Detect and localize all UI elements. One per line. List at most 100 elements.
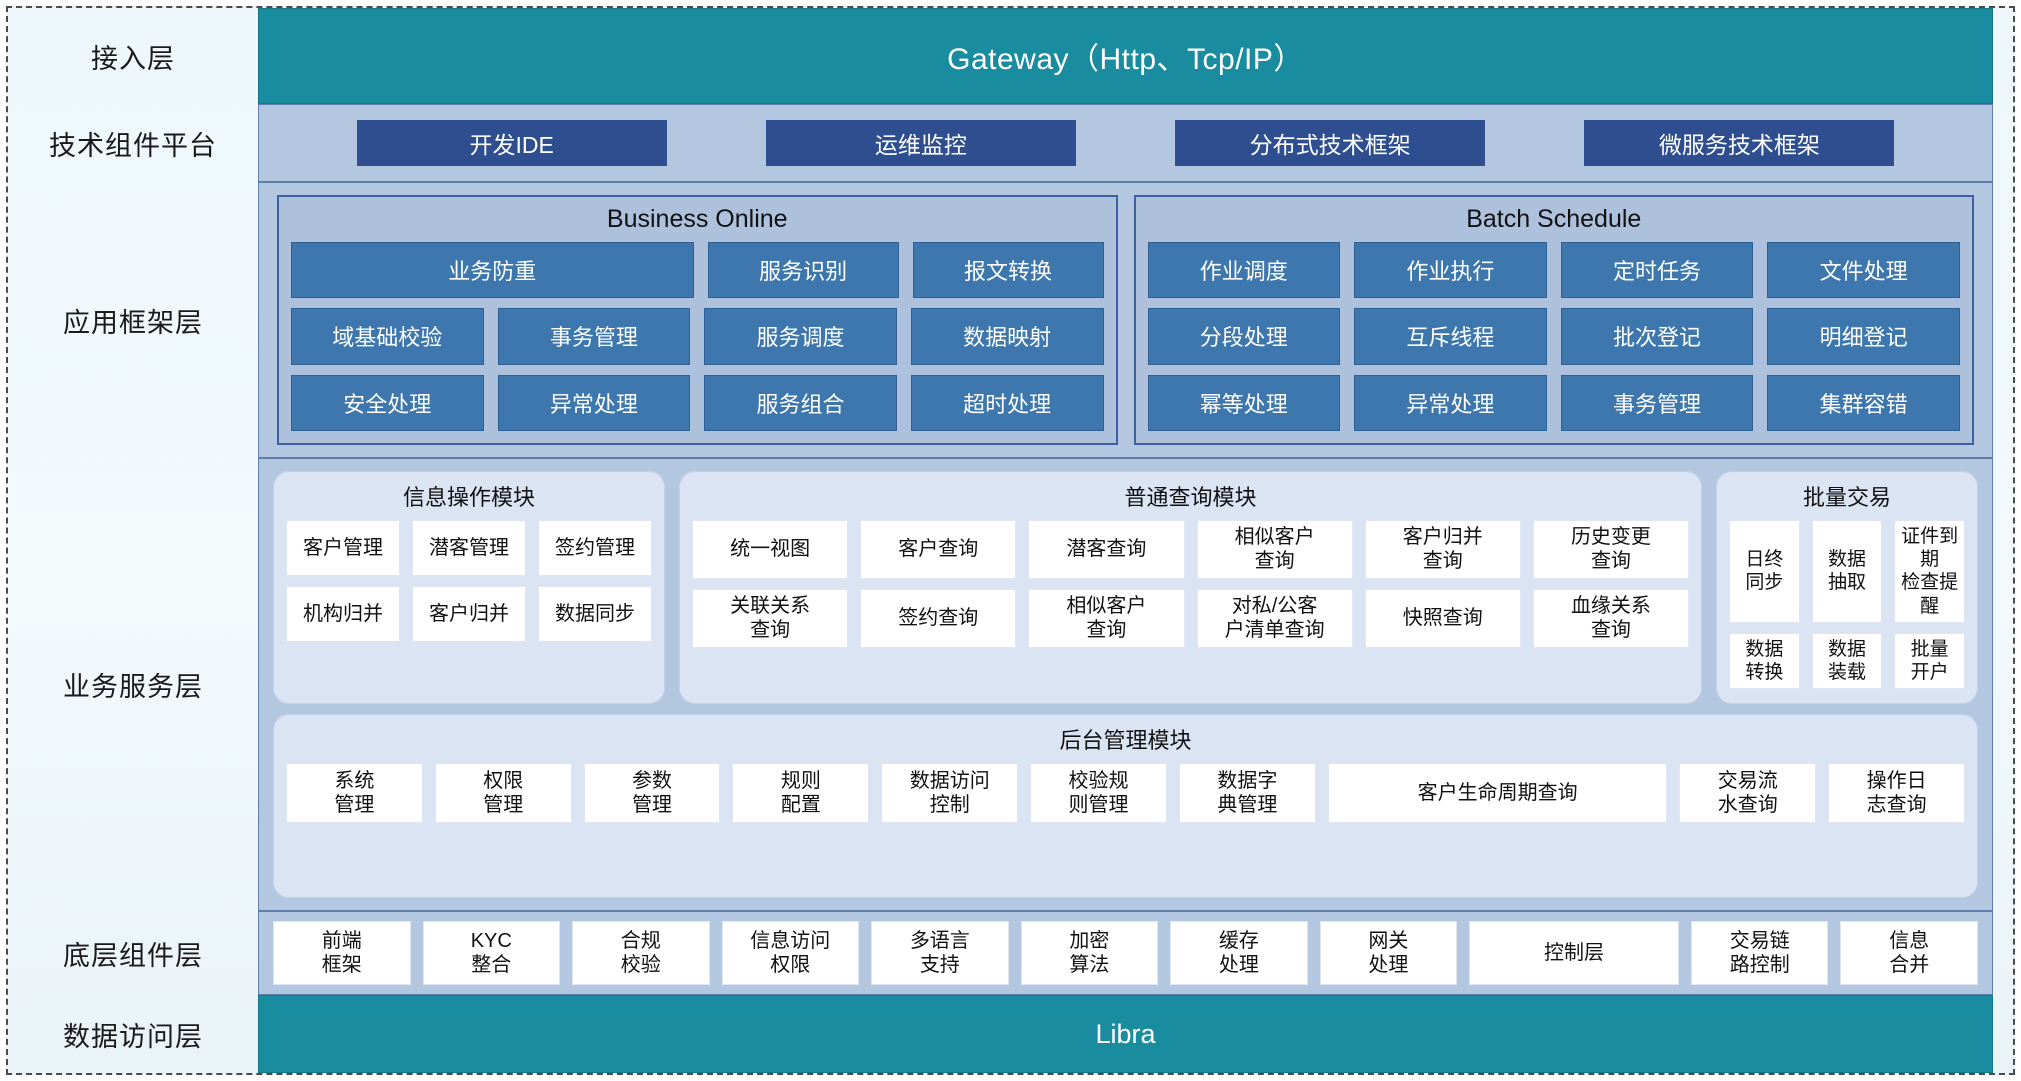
framework-row: 作业调度 作业执行 定时任务 文件处理 [1147,242,1960,299]
module-title-common-query: 普通查询模块 [1124,485,1257,510]
layer-label-tech: 技术组件平台 [49,130,217,161]
fw-cell-idempotent[interactable]: 幂等处理 [1147,374,1341,431]
cell-rule-config[interactable]: 规则配置 [732,763,870,824]
module-row: 客户管理 潜客管理 签约管理 [286,520,652,576]
cell-transaction-flow-query[interactable]: 交易流水查询 [1679,763,1817,824]
group-title-business-online: Business Online [606,205,788,233]
fw-cell-tx-manage[interactable]: 事务管理 [497,308,691,365]
fw-cell-batch-register[interactable]: 批次登记 [1560,308,1754,365]
cell-data-load[interactable]: 数据装载 [1811,632,1883,690]
tech-item-ide[interactable]: 开发IDE [356,120,667,166]
cell-org-merge[interactable]: 机构归并 [286,586,400,642]
cell-parameter-manage[interactable]: 参数管理 [583,763,721,824]
layer-row-access: 接入层 Gateway（Http、Tcp/IP） [8,8,2013,104]
cell-similar-customer-query[interactable]: 相似客户查询 [1196,520,1353,579]
tech-item-microsvc[interactable]: 微服务技术框架 [1584,120,1895,166]
cell-data-transform[interactable]: 数据转换 [1729,632,1800,690]
cell-operation-log-query[interactable]: 操作日志查询 [1828,763,1966,824]
framework-row: 幂等处理 异常处理 事务管理 集群容错 [1147,374,1960,431]
cell-control-layer[interactable]: 控制层 [1469,921,1679,985]
fw-cell-exception[interactable]: 异常处理 [497,374,691,431]
cell-multilingual-support[interactable]: 多语言支持 [871,921,1009,985]
cell-contract-query[interactable]: 签约查询 [860,588,1017,648]
layer-row-data-access: 数据访问层 Libra [8,995,2013,1073]
cell-system-manage[interactable]: 系统管理 [286,763,423,824]
module-admin-management: 后台管理模块 系统管理 权限管理 参数管理 规则配置 数据访问控制 校验规则管理… [273,714,1978,898]
fw-cell-business-dedup[interactable]: 业务防重 [291,242,694,299]
cell-permission-manage[interactable]: 权限管理 [434,763,572,824]
cell-frontend-framework[interactable]: 前端框架 [273,921,411,985]
framework-group-batch-schedule: Batch Schedule 作业调度 作业执行 定时任务 文件处理 分段处理 … [1133,195,1974,445]
tech-item-ops[interactable]: 运维监控 [765,120,1076,166]
fw-cell-tx-manage-batch[interactable]: 事务管理 [1560,374,1754,431]
cell-prospect-query[interactable]: 潜客查询 [1028,520,1185,579]
framework-row: 业务防重 服务识别 报文转换 [291,242,1104,299]
fw-cell-security[interactable]: 安全处理 [291,374,484,431]
fw-cell-file-process[interactable]: 文件处理 [1767,242,1960,299]
fw-cell-service-dispatch[interactable]: 服务调度 [704,308,897,365]
cell-cache-processing[interactable]: 缓存处理 [1170,921,1308,985]
cell-id-expiry-remind[interactable]: 证件到期检查提醒 [1894,520,1966,623]
cell-prospect-manage[interactable]: 潜客管理 [412,520,526,576]
tech-platform-band: 开发IDE 运维监控 分布式技术框架 微服务技术框架 [258,104,1993,182]
cell-eod-sync[interactable]: 日终同步 [1729,520,1800,623]
fw-cell-exception-batch[interactable]: 异常处理 [1354,374,1547,431]
business-service-band: 信息操作模块 客户管理 潜客管理 签约管理 机构归并 客户归并 [258,458,1993,911]
cell-batch-open-account[interactable]: 批量开户 [1894,632,1966,690]
fw-cell-detail-register[interactable]: 明细登记 [1767,308,1960,365]
fw-cell-timed-task[interactable]: 定时任务 [1560,242,1754,299]
fw-cell-job-schedule[interactable]: 作业调度 [1147,242,1341,299]
module-title-batch-transaction: 批量交易 [1802,485,1891,510]
fw-cell-mutex-thread[interactable]: 互斥线程 [1354,308,1547,365]
fw-cell-cluster-tolerance[interactable]: 集群容错 [1767,374,1960,431]
fw-cell-segment-process[interactable]: 分段处理 [1147,308,1341,365]
cell-gateway-processing[interactable]: 网关处理 [1319,921,1458,985]
cell-data-access-control[interactable]: 数据访问控制 [881,763,1019,824]
cell-transaction-chain-control[interactable]: 交易链路控制 [1690,921,1829,985]
cell-info-access-permission[interactable]: 信息访问权限 [721,921,860,985]
layer-label-app-framework: 应用框架层 [63,307,203,338]
fw-cell-message-convert[interactable]: 报文转换 [912,242,1104,299]
cell-customer-merge[interactable]: 客户归并 [412,586,526,642]
cell-validation-rule-manage[interactable]: 校验规则管理 [1030,763,1167,824]
framework-row: 域基础校验 事务管理 服务调度 数据映射 [291,308,1104,365]
tech-item-dist[interactable]: 分布式技术框架 [1175,120,1486,166]
cell-data-dictionary-manage[interactable]: 数据字典管理 [1178,763,1316,824]
module-title-info-operation: 信息操作模块 [402,485,535,510]
cell-data-extract[interactable]: 数据抽取 [1811,520,1883,623]
cell-snapshot-query[interactable]: 快照查询 [1364,588,1521,648]
layer-row-app-framework: 应用框架层 Business Online 业务防重 服务识别 报文转换 域 [8,182,2013,458]
module-common-query: 普通查询模块 统一视图 客户查询 潜客查询 相似客户查询 客户归并查询 历史变更… [679,471,1702,705]
fw-cell-data-mapping[interactable]: 数据映射 [910,308,1104,365]
cell-customer-query[interactable]: 客户查询 [860,520,1017,579]
cell-encryption-algorithm[interactable]: 加密算法 [1020,921,1159,985]
fw-cell-domain-validate[interactable]: 域基础校验 [291,308,484,365]
module-row: 统一视图 客户查询 潜客查询 相似客户查询 客户归并查询 历史变更查询 [692,520,1690,579]
cell-info-merge[interactable]: 信息合并 [1840,921,1978,985]
architecture-diagram: 接入层 Gateway（Http、Tcp/IP） 技术组件平台 开发IDE 运维… [6,6,2015,1075]
fw-cell-service-compose[interactable]: 服务组合 [704,374,897,431]
cell-data-sync[interactable]: 数据同步 [538,586,652,642]
cell-unified-view[interactable]: 统一视图 [692,520,849,579]
cell-private-public-customer-list-query[interactable]: 对私/公客户清单查询 [1196,588,1353,648]
cell-contract-manage[interactable]: 签约管理 [538,520,652,576]
app-framework-band: Business Online 业务防重 服务识别 报文转换 域基础校验 事务管… [258,182,1993,458]
cell-relation-query[interactable]: 关联关系查询 [692,588,849,648]
gateway-bar[interactable]: Gateway（Http、Tcp/IP） [258,8,1993,104]
cell-customer-lifecycle-query[interactable]: 客户生命周期查询 [1327,763,1668,824]
libra-bar[interactable]: Libra [258,995,1993,1073]
fw-cell-job-execute[interactable]: 作业执行 [1354,242,1547,299]
cell-similar-customer-query-2[interactable]: 相似客户查询 [1028,588,1185,648]
layer-row-business-service: 业务服务层 信息操作模块 客户管理 潜客管理 签约管理 [8,458,2013,911]
cell-history-change-query[interactable]: 历史变更查询 [1532,520,1690,579]
module-row: 日终同步 数据抽取 证件到期检查提醒 [1729,520,1966,623]
framework-row: 安全处理 异常处理 服务组合 超时处理 [291,374,1104,431]
cell-lineage-query[interactable]: 血缘关系查询 [1532,588,1690,648]
cell-compliance-check[interactable]: 合规校验 [572,921,710,985]
cell-customer-manage[interactable]: 客户管理 [286,520,400,576]
cell-customer-merge-query[interactable]: 客户归并查询 [1364,520,1521,579]
fw-cell-service-identify[interactable]: 服务识别 [707,242,899,299]
fw-cell-timeout[interactable]: 超时处理 [910,374,1104,431]
